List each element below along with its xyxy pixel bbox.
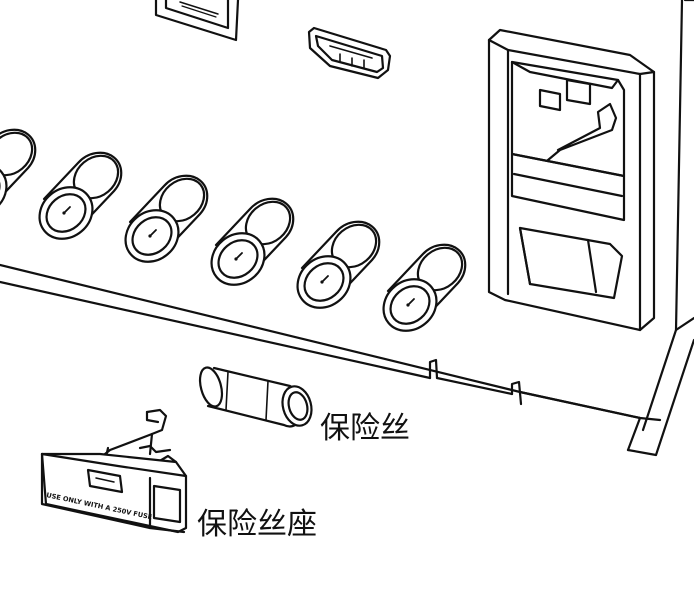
hdmi-port-icon [307, 26, 392, 80]
cartridge-fuse-icon [198, 366, 313, 428]
fuse-label: 保险丝 [320, 411, 410, 446]
bnc-connector-icon [210, 197, 295, 286]
bnc-connector-icon [0, 128, 37, 217]
bnc-connector-icon [382, 243, 467, 332]
rocker-switch-icon [518, 226, 624, 300]
bnc-connector-icon [296, 220, 381, 309]
lan-port-icon [154, 0, 240, 42]
bnc-connector-icon [38, 151, 123, 240]
bnc-connector-row [0, 128, 467, 332]
power-inlet-icon [487, 28, 656, 332]
fuse-holder-label: 保险丝座 [197, 507, 317, 542]
fuse-holder-icon [40, 408, 188, 534]
bnc-connector-icon [124, 174, 209, 263]
instrument-housing [0, 0, 694, 457]
